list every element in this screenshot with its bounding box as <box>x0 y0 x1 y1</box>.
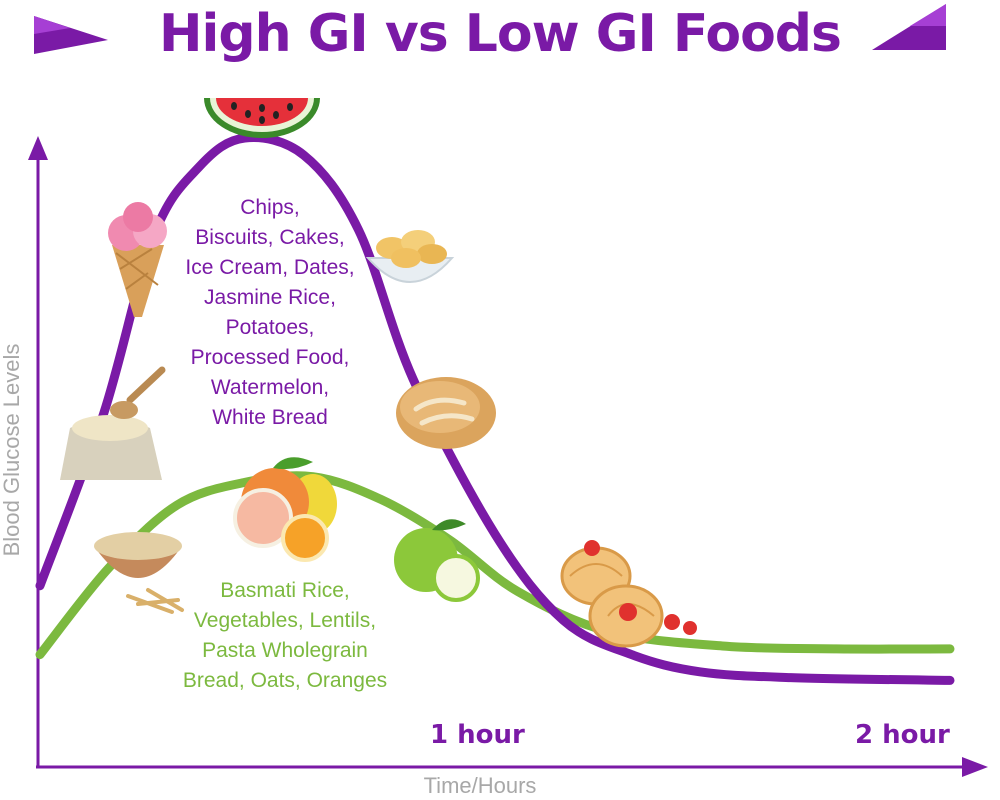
citrus-fruits-icon <box>233 457 337 562</box>
x-axis-label: Time/Hours <box>423 773 537 798</box>
chart-title: High GI vs Low GI Foods <box>159 4 842 64</box>
y-axis-label: Blood Glucose Levels <box>0 343 24 557</box>
high-gi-food: Biscuits, Cakes, <box>195 226 345 249</box>
low-gi-food: Basmati Rice, <box>220 579 350 602</box>
high-gi-food: Chips, <box>240 196 300 219</box>
right-flag-decoration <box>872 4 946 50</box>
high-gi-food: Potatoes, <box>225 316 315 339</box>
low-gi-food: Pasta Wholegrain <box>202 639 368 662</box>
x-tick-label: 2 hour <box>855 720 950 750</box>
y-axis-arrow-icon <box>28 136 48 160</box>
watermelon-icon <box>204 98 320 138</box>
bread-icon <box>396 377 496 449</box>
chips-bowl-icon <box>365 230 455 283</box>
left-flag-decoration <box>34 16 108 54</box>
high-gi-food: Jasmine Rice, <box>204 286 336 309</box>
x-axis-arrow-icon <box>962 757 988 777</box>
ice-cream-icon <box>108 202 167 317</box>
x-tick-label: 1 hour <box>430 720 525 750</box>
high-gi-food: White Bread <box>212 406 328 429</box>
high-gi-food: Processed Food, <box>190 346 350 369</box>
pasta-nests-icon <box>560 540 697 648</box>
high-gi-food: Ice Cream, Dates, <box>185 256 355 279</box>
high-gi-food-list: Chips, Biscuits, Cakes, Ice Cream, Dates… <box>150 193 390 433</box>
low-gi-food-list: Basmati Rice, Vegetables, Lentils, Pasta… <box>150 576 420 696</box>
low-gi-food: Bread, Oats, Oranges <box>182 669 388 692</box>
green-apple-icon <box>394 519 480 602</box>
rice-sack-icon <box>60 366 166 480</box>
low-gi-food: Vegetables, Lentils, <box>193 609 377 632</box>
high-gi-food: Watermelon, <box>210 376 330 399</box>
oats-bowl-icon <box>94 532 184 614</box>
